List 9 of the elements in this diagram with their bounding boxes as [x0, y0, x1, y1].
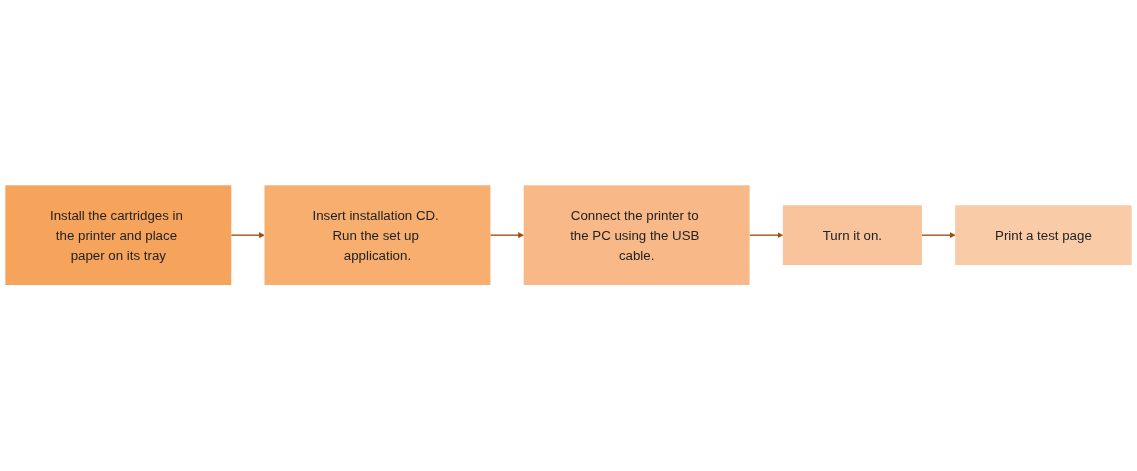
node-box: Print a test page — [955, 205, 1132, 266]
arrow — [921, 232, 956, 239]
node-box: Turn it on. — [782, 205, 922, 266]
arrow — [489, 232, 524, 239]
node-box: Install the cartridges in the printer and place paper on its tray — [5, 185, 232, 286]
node-box: Connect the printer to the PC using the USB cable. — [523, 185, 750, 286]
arrow — [230, 232, 265, 239]
node-box: Insert installation CD. Run the set up application. — [264, 185, 491, 286]
arrow — [748, 232, 784, 239]
